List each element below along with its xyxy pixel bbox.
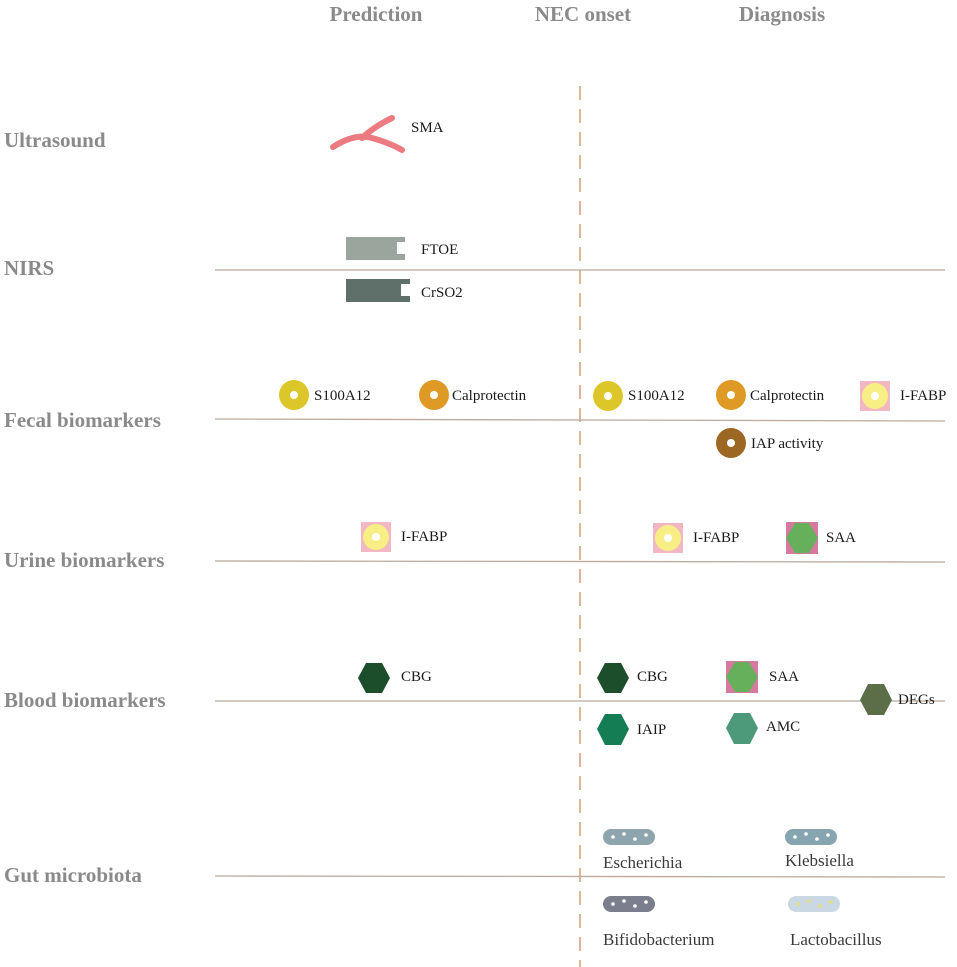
header-nec-onset: NEC onset [535,2,631,26]
label-iaip: IAIP [637,722,666,738]
saa-blood-icon [726,661,758,693]
label-amc: AMC [766,719,800,735]
label-s100a12-diagnosis: S100A12 [628,388,685,404]
ifabp-urine-prediction-icon [361,522,391,552]
cbg-prediction-icon [358,663,390,693]
row-label-fecal: Fecal biomarkers [4,408,161,432]
bifidobacterium-bacteria-icon [603,896,655,912]
calprotectin-diagnosis-icon [716,380,746,410]
iap-activity-icon [716,428,746,458]
label-sma: SMA [411,120,444,136]
label-escherichia: Escherichia [603,853,683,872]
row-label-blood: Blood biomarkers [4,688,166,712]
row-line-gut [214,875,946,878]
row-label-urine: Urine biomarkers [4,548,164,572]
sma-vessel-icon [330,115,405,153]
row-label-ultrasound: Ultrasound [4,128,106,152]
saa-urine-icon [786,522,818,554]
lactobacillus-bacteria-icon [788,896,840,912]
iaip-icon [597,714,629,745]
label-ifabp-fecal: I-FABP [900,388,946,404]
label-cbg-diagnosis: CBG [637,669,668,685]
label-calprotectin-prediction: Calprotectin [452,388,527,404]
escherichia-bacteria-icon [603,829,655,845]
crso2-sensor-icon [346,279,410,302]
klebsiella-bacteria-icon [785,829,837,845]
label-ifabp-urine-prediction: I-FABP [401,529,447,545]
label-cbg-prediction: CBG [401,669,432,685]
label-saa-blood: SAA [769,669,799,685]
label-s100a12-prediction: S100A12 [314,388,371,404]
label-calprotectin-diagnosis: Calprotectin [750,388,825,404]
label-bifidobacterium: Bifidobacterium [603,930,714,949]
header-prediction: Prediction [330,2,423,26]
amc-icon [726,713,758,744]
label-klebsiella: Klebsiella [785,851,854,870]
row-label-gut: Gut microbiota [4,863,142,887]
header-diagnosis: Diagnosis [739,2,825,26]
label-degs: DEGs [898,692,935,708]
label-saa-urine: SAA [826,530,856,546]
row-line-fecal [214,418,946,422]
degs-icon [860,684,892,715]
label-iap-activity: IAP activity [751,436,824,452]
ifabp-urine-diagnosis-icon [653,523,683,553]
label-crso2: CrSO2 [421,285,463,301]
label-ifabp-urine-diagnosis: I-FABP [693,530,739,546]
row-label-nirs: NIRS [4,256,54,280]
cbg-diagnosis-icon [597,663,629,693]
s100a12-prediction-icon [279,380,309,410]
label-ftoe: FTOE [421,242,458,258]
ifabp-fecal-icon [860,381,890,411]
label-lactobacillus: Lactobacillus [790,930,882,949]
row-line-urine [214,560,946,563]
calprotectin-prediction-icon [419,380,449,410]
s100a12-diagnosis-icon [593,381,623,411]
ftoe-sensor-icon [346,237,405,260]
